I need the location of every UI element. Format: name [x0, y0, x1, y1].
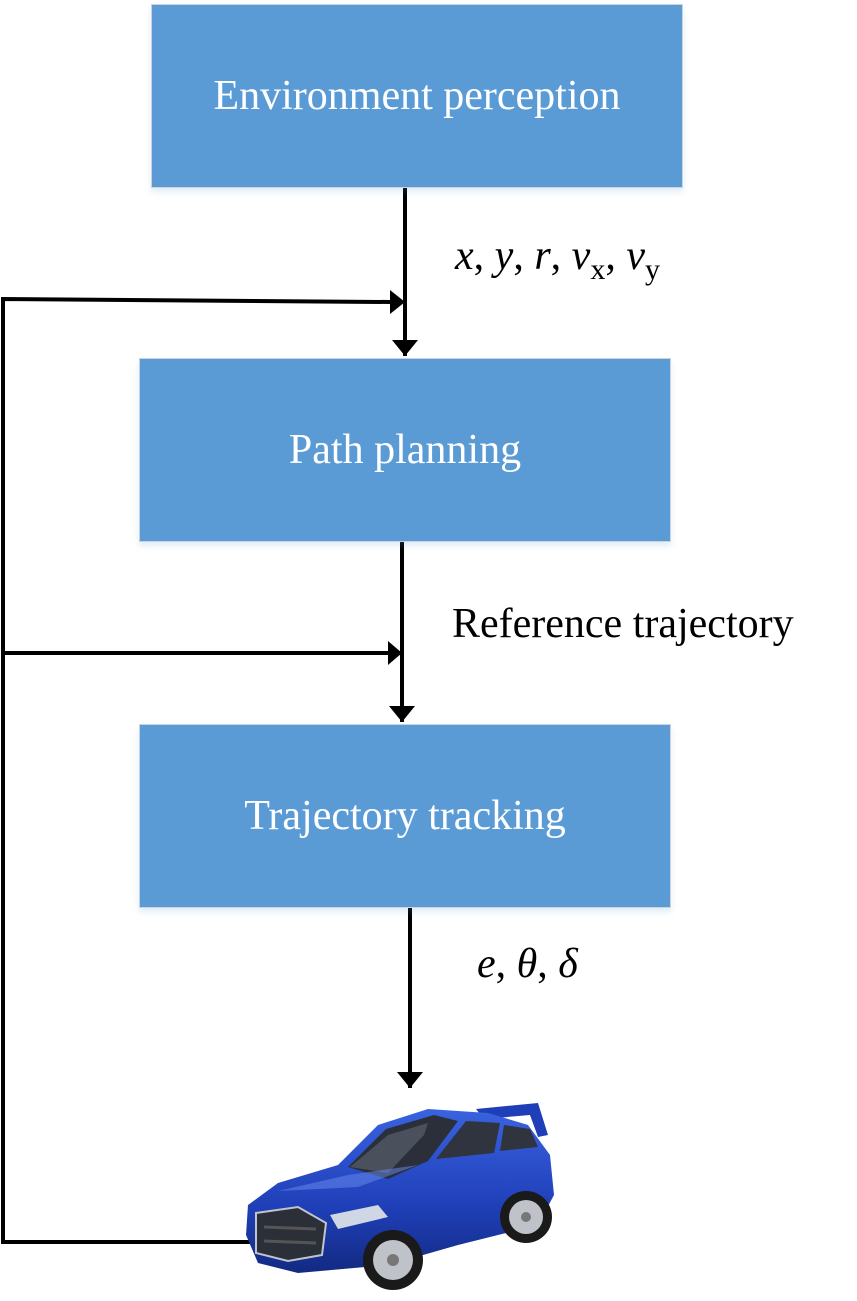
separator: , — [550, 233, 572, 279]
feedback-arrowhead-2 — [388, 641, 402, 665]
state-var-1: y — [494, 233, 514, 279]
error-var-0: e — [477, 941, 496, 987]
block-label: Trajectory tracking — [244, 793, 566, 839]
state-var-subscript-4: y — [644, 253, 660, 286]
state-var-2: r — [534, 233, 551, 279]
state-var-4: v — [626, 233, 645, 279]
block-label: Path planning — [288, 427, 522, 473]
block-trajectory-tracking: Trajectory tracking — [139, 724, 671, 908]
block-label: Environment perception — [213, 73, 621, 119]
feedback-arrowhead-1 — [390, 290, 405, 314]
separator: , — [473, 233, 495, 279]
separator: , — [495, 941, 517, 987]
separator: , — [513, 233, 535, 279]
block-environment-perception: Environment perception — [151, 4, 683, 188]
edge-label-state-vars: x, y, r, vx, vy — [455, 232, 660, 287]
separator: , — [605, 233, 627, 279]
separator: , — [537, 941, 559, 987]
state-var-subscript-3: x — [590, 253, 606, 286]
error-var-1: θ — [516, 941, 538, 987]
car-icon — [246, 1103, 554, 1290]
state-var-3: v — [571, 233, 591, 279]
block-path-planning: Path planning — [139, 358, 671, 542]
edge-label-tracking-errors: e, θ, δ — [477, 940, 578, 988]
error-var-2: δ — [558, 941, 578, 987]
edge-label-reference-trajectory: Reference trajectory — [452, 601, 794, 647]
state-var-0: x — [455, 233, 474, 279]
feedback-line — [1, 296, 391, 1244]
